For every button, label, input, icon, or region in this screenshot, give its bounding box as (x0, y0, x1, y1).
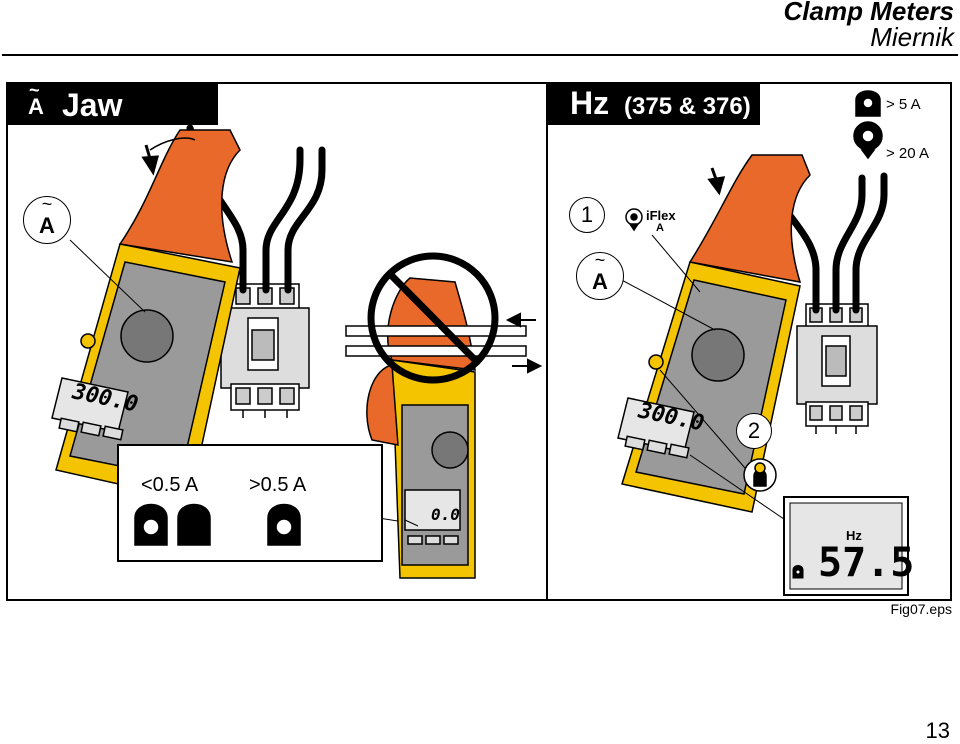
ac-amps-symbol: ~A (28, 80, 44, 119)
hold-button-icon (743, 458, 777, 492)
jaw-band: ~A Jaw (6, 80, 218, 125)
iflex-icon (625, 208, 643, 232)
bus-arrows (505, 312, 543, 374)
callout-line-right-hold (659, 369, 746, 469)
inset-left-label: <0.5 A (141, 474, 199, 496)
callout-line-left (69, 239, 146, 313)
circuit-breaker-left (220, 283, 310, 418)
ac-amps-callout-left: ~A (23, 194, 71, 244)
hz-label: Hz (570, 85, 610, 121)
direction-arrow-left (141, 144, 159, 176)
clamp-meter-center (366, 277, 476, 579)
zoom-hz-reading: 57.5 (818, 540, 915, 586)
step-1-marker: 1 (569, 197, 605, 233)
jaw-position-inset: <0.5 A >0.5 A (117, 444, 383, 562)
iflex-ac-symbol: A (656, 222, 664, 234)
hz-models: (375 & 376) (624, 93, 751, 120)
inset-right-label: >0.5 A (249, 474, 307, 496)
page-subtitle: Miernik (870, 22, 954, 52)
legend-iflex-icon (853, 121, 883, 160)
legend-jaw-icon (855, 90, 881, 117)
callout-line-right-lcd (689, 454, 801, 531)
step-2-marker: 2 (736, 413, 772, 449)
legend-iflex-text: > 20 A (886, 145, 929, 162)
clamp-meter-left (51, 129, 241, 501)
figure-frame (6, 82, 952, 601)
circuit-breaker-right (796, 303, 878, 434)
lcd-hold-icon (792, 565, 804, 579)
page-title: Clamp Meters (783, 0, 955, 26)
prohibited-icon (367, 252, 499, 384)
svg-text:COM: COM (596, 458, 619, 472)
figure-label: Fig07.eps (890, 601, 952, 617)
hz-band: Hz (375 & 376) (546, 82, 760, 125)
bus-bars (345, 325, 527, 357)
zoomed-lcd-panel (783, 496, 909, 596)
iflex-label: iFlex (646, 208, 676, 223)
callout-line-right-a (617, 277, 716, 331)
jaw-label: Jaw (62, 87, 123, 123)
header-rule (2, 54, 958, 56)
lcd-reading-center: 0.0 (431, 505, 460, 524)
legend-jaw-text: > 5 A (886, 96, 921, 113)
panel-divider (546, 82, 548, 601)
callout-line-right-iflex (651, 234, 701, 293)
svg-text:COM: COM (36, 436, 59, 450)
zoom-hz-unit: Hz (846, 528, 862, 543)
direction-arrow-right (707, 167, 726, 196)
ac-amps-callout-right: ~A (576, 250, 624, 300)
page-number: 13 (925, 718, 950, 743)
